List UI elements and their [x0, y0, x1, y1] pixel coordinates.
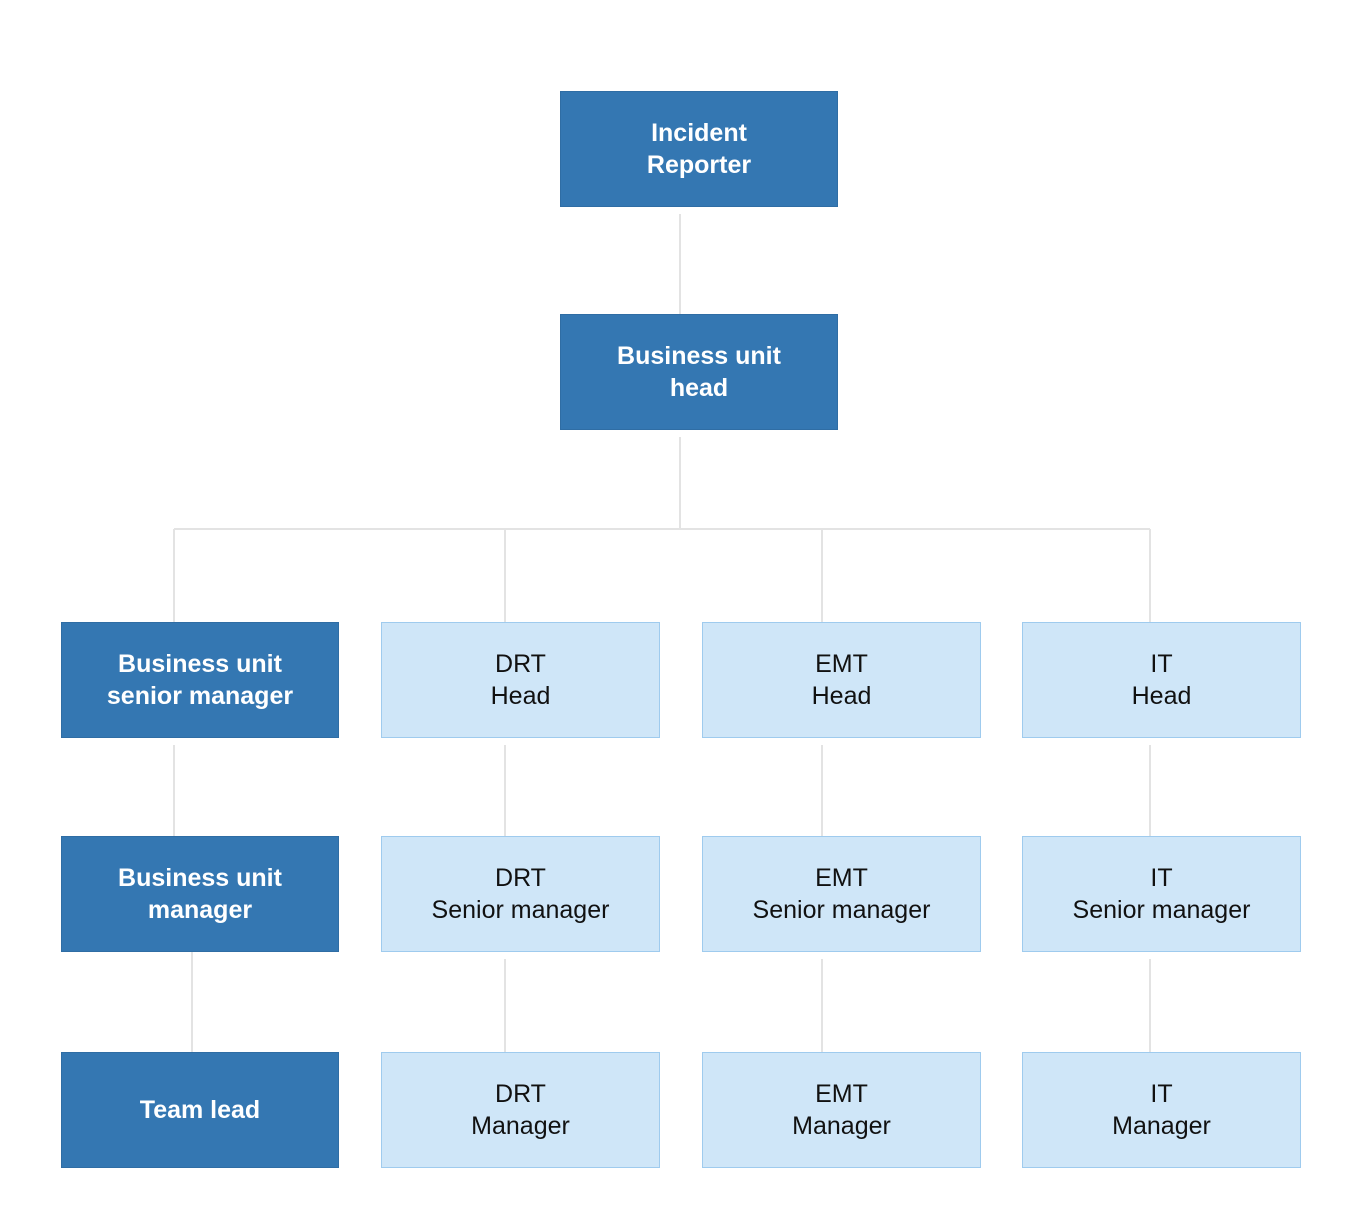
node-label: Team lead: [139, 1096, 261, 1124]
node-label: Business unit manager: [118, 864, 282, 924]
node-incident-reporter: Incident Reporter: [560, 91, 838, 207]
node-drt-manager: DRT Manager: [381, 1052, 660, 1168]
node-emt-senior-manager: EMT Senior manager: [702, 836, 981, 952]
node-it-senior-manager: IT Senior manager: [1022, 836, 1301, 952]
node-label: Business unit head: [617, 342, 781, 402]
node-label: Incident Reporter: [646, 119, 752, 179]
node-drt-head: DRT Head: [381, 622, 660, 738]
node-team-lead: Team lead: [61, 1052, 339, 1168]
node-label: IT Manager: [1112, 1080, 1211, 1140]
node-business-unit-senior-manager: Business unit senior manager: [61, 622, 339, 738]
node-label: IT Head: [1131, 650, 1192, 710]
node-it-head: IT Head: [1022, 622, 1301, 738]
node-label: DRT Senior manager: [431, 864, 610, 924]
node-emt-manager: EMT Manager: [702, 1052, 981, 1168]
node-label: EMT Head: [811, 650, 872, 710]
node-business-unit-head: Business unit head: [560, 314, 838, 430]
node-label: Business unit senior manager: [106, 650, 294, 710]
node-label: EMT Senior manager: [752, 864, 931, 924]
node-business-unit-manager: Business unit manager: [61, 836, 339, 952]
node-label: DRT Head: [490, 650, 551, 710]
node-label: EMT Manager: [792, 1080, 891, 1140]
node-emt-head: EMT Head: [702, 622, 981, 738]
node-drt-senior-manager: DRT Senior manager: [381, 836, 660, 952]
node-label: DRT Manager: [471, 1080, 570, 1140]
node-it-manager: IT Manager: [1022, 1052, 1301, 1168]
node-label: IT Senior manager: [1072, 864, 1251, 924]
